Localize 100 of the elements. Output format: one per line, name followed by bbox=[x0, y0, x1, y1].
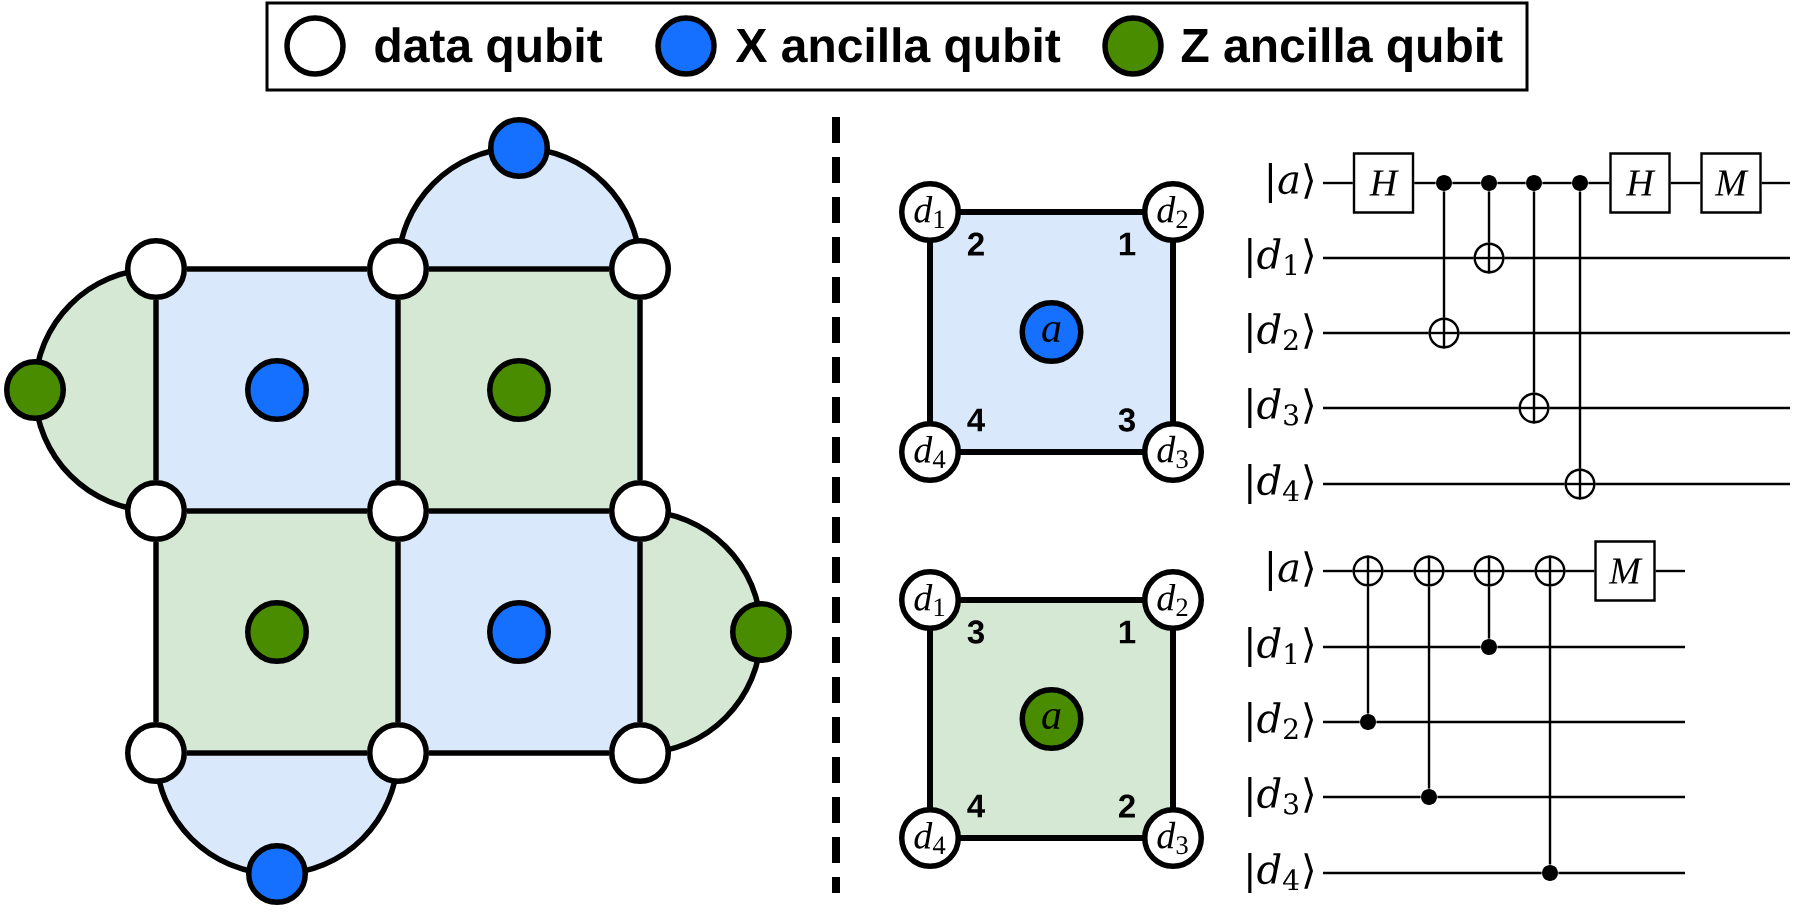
wire bbox=[1323, 720, 1360, 724]
wire bbox=[1558, 871, 1685, 875]
control-line bbox=[1532, 191, 1536, 393]
legend-label: Z ancilla qubit bbox=[1181, 27, 1503, 72]
data-qubit bbox=[125, 238, 187, 300]
target-symbol bbox=[1518, 392, 1550, 424]
control-dot bbox=[1481, 175, 1497, 191]
wire bbox=[1323, 795, 1421, 799]
control-dot bbox=[1572, 175, 1588, 191]
control-line bbox=[1366, 586, 1370, 714]
control-dot bbox=[1481, 639, 1497, 655]
wire bbox=[1504, 569, 1535, 573]
gate-box: M bbox=[1594, 540, 1656, 602]
wire bbox=[1452, 181, 1481, 185]
lattice-line bbox=[637, 300, 643, 480]
control-dot bbox=[1421, 789, 1437, 805]
lattice-line bbox=[187, 508, 367, 514]
ket-label: |d$_{4}$⟩ bbox=[1248, 853, 1313, 893]
wire bbox=[1323, 482, 1565, 486]
data-qubit: d$_{1}$ bbox=[899, 569, 961, 631]
wire bbox=[1444, 569, 1474, 573]
gate-box: H bbox=[1609, 152, 1671, 214]
control-line bbox=[1442, 191, 1446, 318]
gate-box: H bbox=[1352, 152, 1415, 214]
wire bbox=[1497, 645, 1685, 649]
data-qubit: d$_{3}$ bbox=[1142, 421, 1204, 483]
target-symbol bbox=[1413, 555, 1445, 587]
lattice-line bbox=[153, 300, 159, 480]
lattice-line bbox=[429, 750, 609, 756]
wire bbox=[1588, 181, 1610, 185]
wire bbox=[1383, 569, 1414, 573]
target-symbol bbox=[1428, 317, 1460, 349]
control-line bbox=[1427, 586, 1431, 789]
step-number: 1 bbox=[1119, 620, 1136, 644]
target-symbol bbox=[1564, 468, 1596, 500]
wire bbox=[1376, 720, 1685, 724]
node-label: d$_{4}$ bbox=[914, 822, 946, 854]
ket-label: |d$_{3}$⟩ bbox=[1248, 388, 1313, 428]
ket-label: |d$_{2}$⟩ bbox=[1248, 313, 1313, 353]
target-symbol bbox=[1352, 555, 1384, 587]
ancilla-qubit bbox=[246, 843, 308, 905]
data-qubit: d$_{1}$ bbox=[899, 181, 961, 243]
control-dot bbox=[1542, 865, 1558, 881]
wire bbox=[1655, 569, 1685, 573]
wire bbox=[1323, 181, 1353, 185]
ancilla-qubit bbox=[488, 117, 550, 179]
legend-label: X ancilla qubit bbox=[735, 27, 1061, 72]
control-dot bbox=[1360, 714, 1376, 730]
wire bbox=[1323, 645, 1481, 649]
wire bbox=[1761, 181, 1790, 185]
wire bbox=[1414, 181, 1436, 185]
wire bbox=[1323, 569, 1353, 573]
target-symbol bbox=[1473, 242, 1505, 274]
step-number: 4 bbox=[967, 794, 985, 818]
target-symbol bbox=[1473, 555, 1505, 587]
wire bbox=[1542, 181, 1572, 185]
ket-label: |a⟩ bbox=[1268, 551, 1313, 591]
data-qubit: d$_{3}$ bbox=[1142, 807, 1204, 869]
control-line bbox=[1548, 586, 1552, 865]
lattice-line bbox=[395, 300, 401, 480]
data-qubit: d$_{2}$ bbox=[1142, 181, 1204, 243]
ket-label: |a⟩ bbox=[1268, 163, 1313, 203]
control-line bbox=[1487, 586, 1491, 639]
step-number: 2 bbox=[967, 232, 984, 256]
wire bbox=[1323, 331, 1429, 335]
gate-box: M bbox=[1700, 152, 1762, 214]
wire bbox=[1504, 256, 1790, 260]
ancilla-qubit bbox=[730, 601, 792, 663]
wire bbox=[1323, 256, 1474, 260]
data-qubit bbox=[609, 238, 671, 300]
control-line bbox=[1487, 191, 1491, 243]
ket-label: |d$_{4}$⟩ bbox=[1248, 464, 1313, 504]
ket-label: |d$_{2}$⟩ bbox=[1248, 702, 1313, 742]
ancilla-qubit bbox=[4, 359, 66, 421]
node-label: d$_{3}$ bbox=[1157, 821, 1188, 855]
step-number: 4 bbox=[967, 408, 985, 432]
data-qubit bbox=[125, 722, 187, 784]
wire bbox=[1459, 331, 1790, 335]
data-qubit bbox=[609, 722, 671, 784]
lattice-line bbox=[187, 750, 367, 756]
step-number: 2 bbox=[1118, 794, 1135, 818]
data-qubit: d$_{4}$ bbox=[899, 421, 961, 483]
wire bbox=[1323, 406, 1519, 410]
wire bbox=[1437, 795, 1685, 799]
lattice-line bbox=[395, 542, 401, 722]
lattice-line bbox=[637, 542, 643, 722]
control-line bbox=[1578, 191, 1582, 469]
wire bbox=[1497, 181, 1526, 185]
wire bbox=[1565, 569, 1595, 573]
data-qubit: d$_{4}$ bbox=[899, 807, 961, 869]
target-symbol bbox=[1534, 555, 1566, 587]
ket-label: |d$_{3}$⟩ bbox=[1248, 777, 1313, 817]
data-qubit: d$_{2}$ bbox=[1142, 569, 1204, 631]
lattice-line bbox=[153, 542, 159, 722]
lattice-line bbox=[187, 266, 367, 272]
legend-label: data qubit bbox=[375, 27, 603, 72]
wire bbox=[1595, 482, 1790, 486]
step-number: 3 bbox=[1118, 408, 1135, 432]
wire bbox=[1323, 871, 1542, 875]
ket-label: |d$_{1}$⟩ bbox=[1248, 238, 1313, 278]
